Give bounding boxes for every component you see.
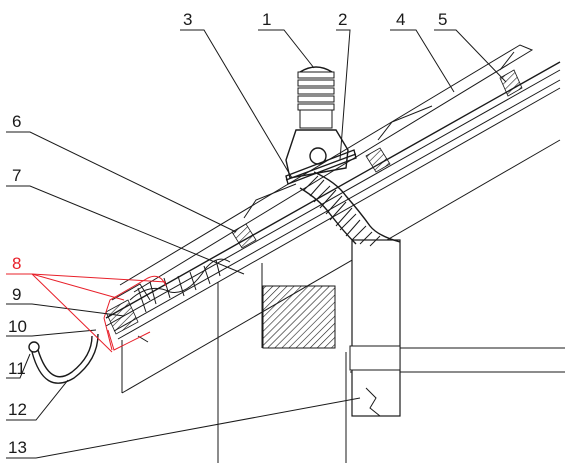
eaves-detail — [105, 258, 231, 343]
callout-7: 7 — [12, 166, 21, 185]
callout-2: 2 — [338, 10, 347, 29]
callout-6: 6 — [12, 112, 21, 131]
vent-pipe — [349, 239, 401, 417]
leader-lines-red — [6, 273, 167, 353]
gutter-bead — [28, 341, 40, 353]
callout-3: 3 — [183, 10, 192, 29]
callout-1: 1 — [262, 10, 271, 29]
callout-8: 8 — [12, 254, 21, 273]
membrane-highlight — [103, 275, 167, 351]
callout-13: 13 — [8, 438, 27, 457]
gutter — [28, 333, 99, 384]
callout-10: 10 — [8, 317, 27, 336]
vent-cap — [285, 66, 349, 179]
battens — [231, 69, 523, 249]
callout-12: 12 — [8, 400, 27, 419]
flashing-plate — [285, 149, 357, 185]
callout-5: 5 — [438, 10, 447, 29]
rafter — [121, 139, 561, 394]
leader-lines — [6, 29, 507, 459]
roof-layers — [105, 61, 561, 340]
callout-4: 4 — [396, 10, 405, 29]
flexible-connector — [299, 171, 401, 247]
wall-plate-block — [262, 285, 336, 349]
callout-11: 11 — [8, 359, 26, 378]
callout-9: 9 — [12, 285, 21, 304]
